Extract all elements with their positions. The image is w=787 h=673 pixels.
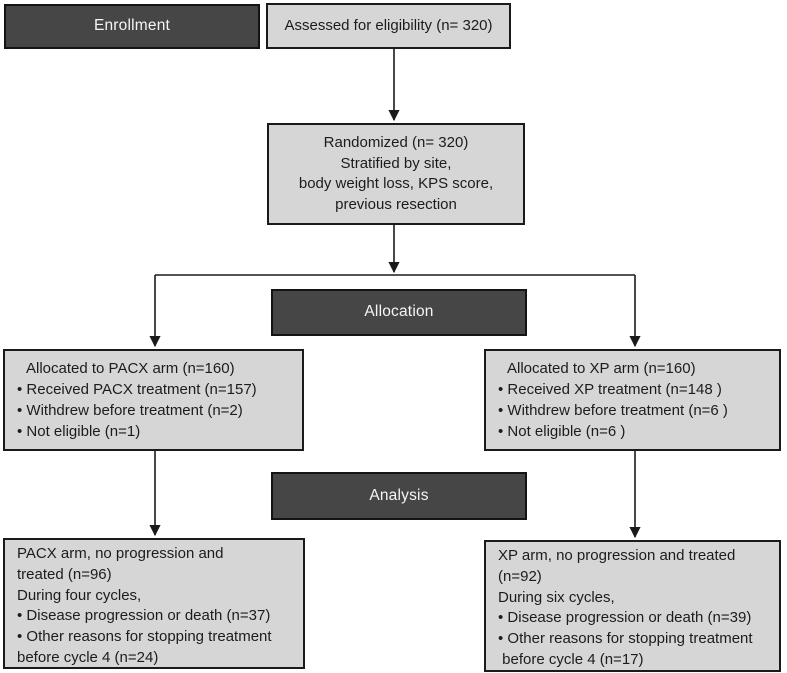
analysis-pacx-line: PACX arm, no progression and	[17, 545, 224, 562]
analysis-pacx-line: During four cycles,	[17, 586, 142, 604]
randomized-line: previous resection	[335, 195, 457, 213]
stage-label-enrollment-text: Enrollment	[93, 17, 171, 35]
stage-label-allocation-text: Allocation	[364, 303, 434, 321]
stage-label-analysis-text: Analysis	[369, 486, 429, 504]
assessed-text: Assessed for eligibility (n= 320)	[284, 16, 493, 34]
box-analysis-xp: XP arm, no progression and treated (n=92…	[484, 540, 781, 672]
alloc-pacx-item: • Received PACX treatment (n=157)	[17, 381, 257, 398]
analysis-xp-line: XP arm, no progression and treated	[498, 547, 736, 564]
randomized-line: Stratified by site,	[340, 154, 452, 172]
analysis-xp-line: • Other reasons for stopping treatment	[498, 630, 753, 648]
box-randomized: Randomized (n= 320) Stratified by site, …	[267, 123, 525, 225]
analysis-xp-line: (n=92)	[498, 567, 542, 585]
randomized-line: Randomized (n= 320)	[323, 134, 469, 151]
box-allocated-pacx: Allocated to PACX arm (n=160) • Received…	[3, 349, 304, 451]
randomized-line: body weight loss, KPS score,	[298, 175, 494, 192]
alloc-pacx-item: • Not eligible (n=1)	[17, 423, 141, 440]
stage-label-allocation: Allocation	[271, 289, 527, 336]
alloc-pacx-title: Allocated to PACX arm (n=160)	[26, 360, 235, 377]
analysis-pacx-line: treated (n=96)	[17, 565, 112, 583]
analysis-xp-line: before cycle 4 (n=17)	[498, 650, 644, 668]
stage-label-enrollment: Enrollment	[4, 4, 260, 49]
box-analysis-pacx: PACX arm, no progression and treated (n=…	[3, 538, 305, 669]
analysis-xp-line: • Disease progression or death (n=39)	[498, 609, 752, 627]
stage-label-analysis: Analysis	[271, 472, 527, 520]
analysis-pacx-line: before cycle 4 (n=24)	[17, 648, 159, 666]
box-assessed-eligibility: Assessed for eligibility (n= 320)	[266, 3, 511, 49]
alloc-xp-item: • Withdrew before treatment (n=6 )	[498, 402, 728, 419]
box-allocated-xp: Allocated to XP arm (n=160) • Received X…	[484, 349, 781, 451]
alloc-xp-title: Allocated to XP arm (n=160)	[507, 360, 696, 377]
alloc-xp-item: • Not eligible (n=6 )	[498, 423, 626, 440]
analysis-xp-line: During six cycles,	[498, 588, 615, 606]
analysis-pacx-line: • Other reasons for stopping treatment	[17, 628, 272, 646]
analysis-pacx-line: • Disease progression or death (n=37)	[17, 607, 271, 625]
alloc-xp-item: • Received XP treatment (n=148 )	[498, 381, 722, 398]
alloc-pacx-item: • Withdrew before treatment (n=2)	[17, 402, 243, 419]
